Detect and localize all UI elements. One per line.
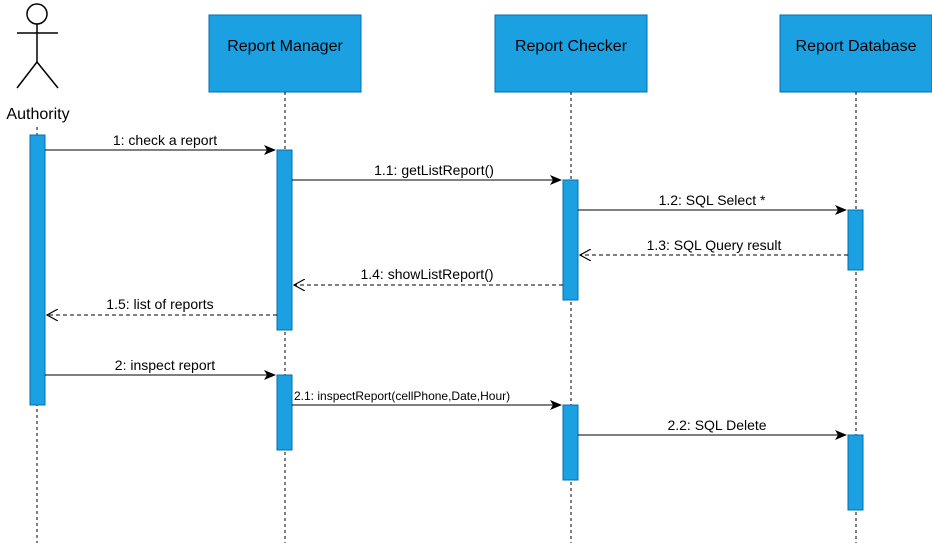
activation-bar-checker-2: [562, 404, 579, 481]
activation-bar-database-1: [847, 209, 864, 271]
message-1-4: 1.4: showListReport(): [294, 266, 563, 285]
message-2: 2: inspect report: [45, 357, 276, 380]
message-2-1: 2.1: inspectReport(cellPhone,Date,Hour): [292, 389, 562, 410]
stick-figure-icon: [16, 3, 59, 89]
activation-bar-database-2: [847, 434, 864, 511]
message-label: 2.1: inspectReport(cellPhone,Date,Hour): [294, 389, 510, 403]
participant-report-manager: Report Manager: [208, 14, 362, 93]
participant-label: Report Database: [796, 38, 917, 55]
message-1-3: 1.3: SQL Query result: [580, 237, 848, 255]
participant-box: [494, 14, 648, 93]
participant-report-database: Report Database: [779, 14, 932, 93]
message-1-5: 1.5: list of reports: [47, 296, 277, 315]
message-1-2: 1.2: SQL Select *: [578, 192, 847, 215]
actor-authority: Authority: [6, 3, 70, 123]
message-label: 1.3: SQL Query result: [647, 237, 782, 253]
participant-label: Report Manager: [227, 38, 343, 55]
participant-report-checker: Report Checker: [494, 14, 648, 93]
message-label: 2: inspect report: [115, 357, 215, 373]
participant-label: Report Checker: [515, 38, 628, 55]
message-label: 1.2: SQL Select *: [659, 192, 766, 208]
message-2-2: 2.2: SQL Delete: [578, 417, 847, 440]
message-label: 2.2: SQL Delete: [667, 417, 766, 433]
actor-label: Authority: [6, 106, 69, 123]
activation-bar-manager-2: [276, 374, 293, 451]
message-label: 1.1: getListReport(): [374, 162, 494, 178]
message-label: 1: check a report: [113, 132, 217, 148]
participant-box: [208, 14, 362, 93]
message-label: 1.5: list of reports: [106, 296, 213, 312]
participant-box: [779, 14, 932, 93]
message-1-1: 1.1: getListReport(): [292, 162, 562, 185]
message-label: 1.4: showListReport(): [360, 266, 493, 282]
activation-bar-checker-1: [562, 179, 579, 301]
activation-bar-manager-1: [276, 149, 293, 331]
activation-bar-authority: [29, 134, 46, 406]
message-1: 1: check a report: [45, 132, 276, 155]
